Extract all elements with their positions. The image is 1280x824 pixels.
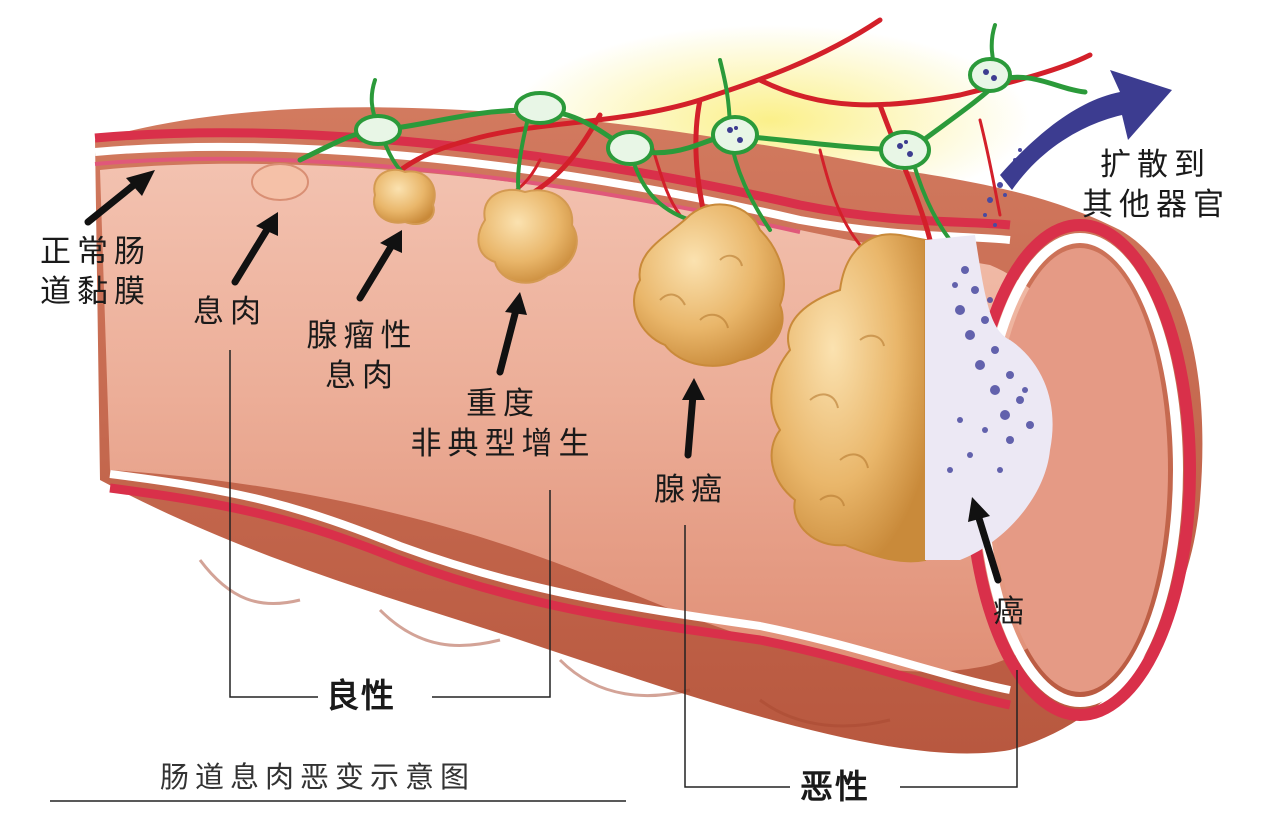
label-severe-dysplasia: 重度 非典型增生 [398, 384, 608, 464]
label-severe-dysplasia-line2: 非典型增生 [410, 426, 596, 462]
benign-bracket [229, 350, 551, 698]
polyp-dysplasia [477, 188, 578, 284]
label-spread-line2: 其他器官 [1082, 187, 1230, 223]
label-adenomatous-polyp: 腺瘤性 息肉 [300, 316, 424, 396]
label-adenomatous-polyp-line2: 息肉 [325, 358, 399, 394]
outer-wall-folds [198, 559, 891, 728]
lymph-node [606, 130, 654, 166]
blood-vessel-branch [498, 118, 1002, 247]
label-benign: 良性 [326, 676, 396, 715]
label-cancer: 癌 [993, 594, 1030, 630]
label-spread: 扩散到 其他器官 [1082, 145, 1230, 225]
label-normal-mucosa: 正常肠 道黏膜 [40, 232, 151, 312]
lymph-node-metastatic [711, 115, 759, 155]
label-severe-dysplasia-line1: 重度 [466, 386, 540, 422]
spread-arrow [1000, 70, 1172, 190]
lymph-node [354, 114, 402, 146]
cancer-cell-dots [727, 69, 997, 157]
lymph-node-metastatic [879, 130, 931, 170]
blood-vessel [377, 17, 1093, 243]
arrow-polyp [231, 212, 278, 286]
label-normal-mucosa-line2: 道黏膜 [40, 274, 151, 310]
label-malignant: 恶性 [800, 767, 870, 806]
lymph-vessel [297, 74, 1088, 163]
arrow-dysplasia [496, 292, 527, 376]
bracket-lines [50, 350, 1018, 802]
tumor-adenocarcinoma [633, 203, 785, 367]
wall-stripe-top-red [94, 128, 1011, 230]
wall-stripe-bottom-white [109, 470, 1011, 694]
pointer-arrows [84, 170, 1002, 584]
label-polyp: 息肉 [193, 294, 267, 330]
arrow-cancer [968, 497, 1002, 584]
polyp-small [251, 163, 309, 201]
cancer-cut-section [925, 235, 1053, 560]
wall-stripe-top-white [94, 142, 1011, 244]
label-spread-line1: 扩散到 [1100, 147, 1211, 183]
wall-stripe-bottom-red [109, 483, 1011, 710]
polyp-adenomatous [373, 168, 436, 225]
lymph-node-metastatic [968, 57, 1012, 93]
diagram-caption: 肠道息肉恶变示意图 [160, 760, 476, 794]
arrow-adenocarcinoma [682, 378, 705, 459]
label-normal-mucosa-line1: 正常肠 [40, 234, 151, 270]
lymph-vessel-branch [369, 23, 1002, 242]
lymph-node [514, 91, 566, 125]
malignant-bracket [684, 525, 1018, 788]
arrow-normal-mucosa [84, 170, 155, 226]
tumor-invasive [770, 233, 926, 563]
label-adenocarcinoma: 腺癌 [654, 472, 728, 508]
tumor-texture [659, 254, 885, 507]
arrow-adenomatous-polyp [356, 230, 402, 302]
cancer-cell-cluster [947, 266, 1034, 473]
colon-opening-lumen [992, 248, 1168, 692]
label-adenomatous-polyp-line1: 腺瘤性 [306, 318, 418, 354]
